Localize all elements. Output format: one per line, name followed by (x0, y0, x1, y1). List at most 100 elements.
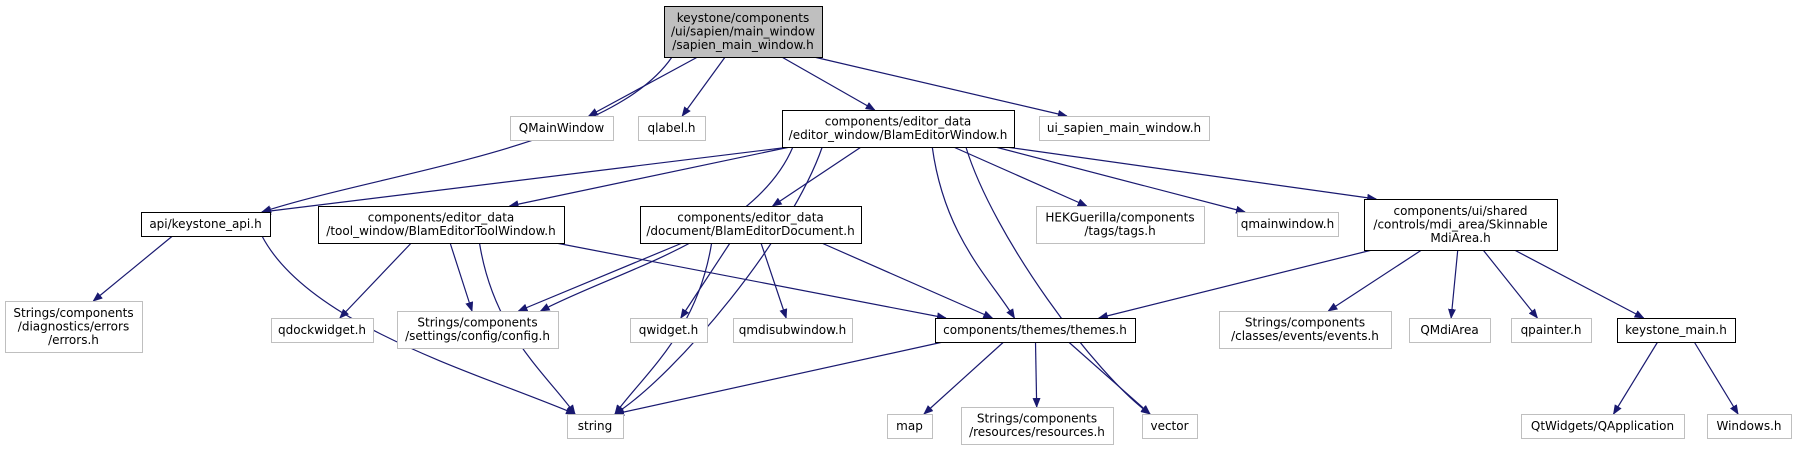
node-label-line: qmainwindow.h (1241, 217, 1334, 231)
edge-root-to-ui-sapien (813, 56, 1068, 118)
node-box (1617, 318, 1736, 343)
node-root[interactable]: keystone/components/ui/sapien/main_windo… (664, 6, 823, 58)
edge-editor-document-to-string (614, 242, 713, 415)
node-label-line: components/editor_data (825, 115, 972, 129)
node-box (664, 6, 823, 58)
edge-mdi-area-to-themes (1097, 249, 1373, 320)
node-map[interactable]: map (887, 414, 933, 439)
node-box (640, 206, 862, 244)
node-keystone-api[interactable]: api/keystone_api.h (141, 212, 271, 237)
edge-blam-editor-window-to-themes (931, 146, 1015, 319)
edge-themes-to-vector (1068, 341, 1151, 415)
node-label-line: components/editor_data (677, 211, 824, 225)
edge-keystone-main-to-windows (1693, 341, 1739, 415)
node-themes[interactable]: components/themes/themes.h (935, 318, 1136, 343)
edge-keystone-main-to-qapplication (1613, 341, 1659, 415)
node-windows[interactable]: Windows.h (1707, 414, 1792, 439)
node-label-line: /tool_window/BlamEditorToolWindow.h (326, 224, 555, 238)
edge-root-to-blam-editor-window (781, 56, 876, 111)
edge-mdi-area-to-qpainter (1482, 249, 1539, 319)
node-box (1521, 414, 1685, 439)
node-box (887, 414, 933, 439)
edge-root-to-keystone-api (261, 56, 673, 214)
edge-tool-window-to-themes (555, 242, 947, 321)
node-label-line: /errors.h (48, 333, 99, 347)
node-label-line: /settings/config/config.h (405, 329, 550, 343)
node-resources[interactable]: Strings/components/resources/resources.h (961, 407, 1114, 445)
node-label-line: Windows.h (1717, 419, 1782, 433)
node-label-line: qmdisubwindow.h (739, 323, 847, 337)
node-label-line: /editor_window/BlamEditorWindow.h (789, 128, 1008, 142)
node-label-line: qlabel.h (647, 121, 695, 135)
node-box (1707, 414, 1792, 439)
edge-editor-document-to-qmdisubwindow (760, 242, 788, 319)
node-label-line: keystone/components (677, 11, 809, 25)
node-box (782, 110, 1015, 148)
node-label-line: Strings/components (977, 412, 1097, 426)
edge-editor-document-to-qwidget (680, 242, 731, 319)
node-label-line: qpainter.h (1521, 323, 1582, 337)
node-string[interactable]: string (567, 414, 624, 439)
node-qwidget[interactable]: qwidget.h (630, 318, 708, 343)
edge-blam-editor-window-to-tool-window (508, 146, 791, 209)
node-blam-editor-window[interactable]: components/editor_data/editor_window/Bla… (782, 110, 1015, 148)
node-label-line: string (578, 419, 612, 433)
node-qlabel[interactable]: qlabel.h (638, 116, 706, 141)
node-vector[interactable]: vector (1142, 414, 1198, 439)
node-mdi-area[interactable]: components/ui/shared/controls/mdi_area/S… (1364, 199, 1558, 251)
node-label-line: /resources/resources.h (969, 425, 1105, 439)
edge-themes-to-resources (1032, 341, 1041, 408)
node-errors[interactable]: Strings/components/diagnostics/errors/er… (5, 301, 143, 353)
edge-blam-editor-window-to-hek-tags (953, 146, 1088, 207)
node-label-line: /sapien_main_window.h (672, 38, 813, 52)
node-keystone-main[interactable]: keystone_main.h (1617, 318, 1736, 343)
node-label-line: HEKGuerilla/components (1045, 211, 1194, 225)
node-qmdiarea[interactable]: QMdiArea (1409, 318, 1491, 343)
node-qdockwidget[interactable]: qdockwidget.h (271, 318, 374, 343)
node-box (1511, 318, 1592, 343)
node-label-line: api/keystone_api.h (149, 217, 261, 231)
node-label-line: QMainWindow (519, 121, 605, 135)
node-qmdisubwindow[interactable]: qmdisubwindow.h (733, 318, 853, 343)
node-qapplication[interactable]: QtWidgets/QApplication (1521, 414, 1685, 439)
node-qmainwindow-h[interactable]: qmainwindow.h (1237, 212, 1339, 237)
node-box (1409, 318, 1491, 343)
node-label-line: Strings/components (417, 316, 537, 330)
node-layer: keystone/components/ui/sapien/main_windo… (5, 6, 1792, 445)
node-label-line: /controls/mdi_area/Skinnable (1373, 217, 1547, 231)
node-config[interactable]: Strings/components/settings/config/confi… (397, 311, 559, 349)
node-label-line: Strings/components (13, 306, 133, 320)
node-box (961, 407, 1114, 445)
node-label-line: ui_sapien_main_window.h (1047, 121, 1201, 135)
node-box (733, 318, 853, 343)
edge-themes-to-string (614, 341, 944, 416)
node-label-line: map (896, 419, 923, 433)
node-label-line: /tags/tags.h (1084, 224, 1155, 238)
edge-mdi-area-to-qmdiarea (1448, 249, 1459, 319)
node-box (630, 318, 708, 343)
node-label-line: /document/BlamEditorDocument.h (646, 224, 854, 238)
node-ui-sapien[interactable]: ui_sapien_main_window.h (1039, 116, 1210, 141)
edge-blam-editor-window-to-keystone-api (261, 146, 791, 215)
node-box (638, 116, 706, 141)
edge-blam-editor-window-to-vector (965, 146, 1151, 415)
node-events[interactable]: Strings/components/classes/events/events… (1219, 311, 1392, 349)
node-label-line: MdiArea.h (1430, 231, 1490, 245)
edge-blam-editor-window-to-editor-document (771, 146, 862, 207)
node-box (1237, 212, 1339, 237)
node-qpainter[interactable]: qpainter.h (1511, 318, 1592, 343)
node-tool-window[interactable]: components/editor_data/tool_window/BlamE… (318, 206, 565, 244)
edge-keystone-api-to-errors (92, 235, 173, 302)
node-box (141, 212, 271, 237)
node-label-line: vector (1150, 419, 1188, 433)
node-label-line: qdockwidget.h (278, 323, 366, 337)
node-editor-document[interactable]: components/editor_data/document/BlamEdit… (640, 206, 862, 244)
edge-editor-document-to-config (517, 242, 683, 312)
node-box (1142, 414, 1198, 439)
node-hek-tags[interactable]: HEKGuerilla/components/tags/tags.h (1036, 206, 1205, 244)
node-label-line: qwidget.h (639, 323, 699, 337)
node-qmainwindow-cls[interactable]: QMainWindow (510, 116, 614, 141)
node-box (271, 318, 374, 343)
node-label-line: components/ui/shared (1393, 204, 1527, 218)
